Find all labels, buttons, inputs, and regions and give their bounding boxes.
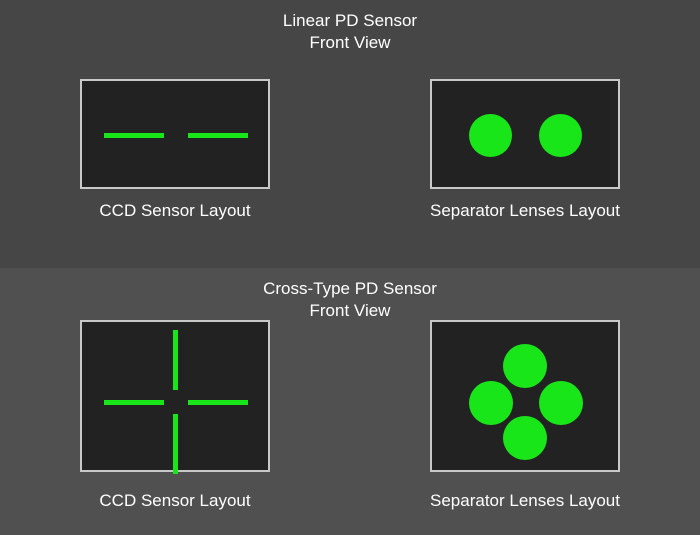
linear-lens-right bbox=[539, 114, 582, 157]
linear-pd-title-line2: Front View bbox=[309, 33, 391, 52]
cross-ccd-bar-top bbox=[173, 330, 178, 390]
linear-pd-title: Linear PD Sensor Front View bbox=[0, 10, 700, 54]
cross-lens-bottom bbox=[503, 416, 547, 460]
linear-lens-panel bbox=[430, 79, 620, 189]
cross-lens-caption: Separator Lenses Layout bbox=[430, 491, 620, 510]
cross-ccd-bar-bottom bbox=[173, 414, 178, 474]
linear-ccd-panel bbox=[80, 79, 270, 189]
linear-pd-section: Linear PD Sensor Front View CCD Sensor L… bbox=[0, 0, 700, 268]
cross-lens-top bbox=[503, 344, 547, 388]
cross-lens-right bbox=[539, 381, 583, 425]
linear-lens-left bbox=[469, 114, 512, 157]
cross-ccd-panel bbox=[80, 320, 270, 474]
linear-ccd-bar-left bbox=[104, 133, 164, 138]
cross-ccd-bar-left bbox=[104, 400, 164, 405]
cross-pd-section: Cross-Type PD Sensor Front View CCD Sens… bbox=[0, 268, 700, 535]
cross-pd-title-line2: Front View bbox=[309, 301, 391, 320]
cross-ccd-caption: CCD Sensor Layout bbox=[99, 491, 251, 510]
cross-pd-title: Cross-Type PD Sensor Front View bbox=[0, 278, 700, 322]
linear-pd-title-line1: Linear PD Sensor bbox=[282, 11, 418, 30]
linear-lens-caption: Separator Lenses Layout bbox=[430, 201, 620, 220]
cross-pd-title-line1: Cross-Type PD Sensor bbox=[263, 279, 437, 298]
cross-lens-panel bbox=[430, 320, 620, 472]
linear-ccd-caption: CCD Sensor Layout bbox=[99, 201, 251, 220]
cross-lens-left bbox=[469, 381, 513, 425]
linear-ccd-bar-right bbox=[188, 133, 248, 138]
cross-ccd-bar-right bbox=[188, 400, 248, 405]
